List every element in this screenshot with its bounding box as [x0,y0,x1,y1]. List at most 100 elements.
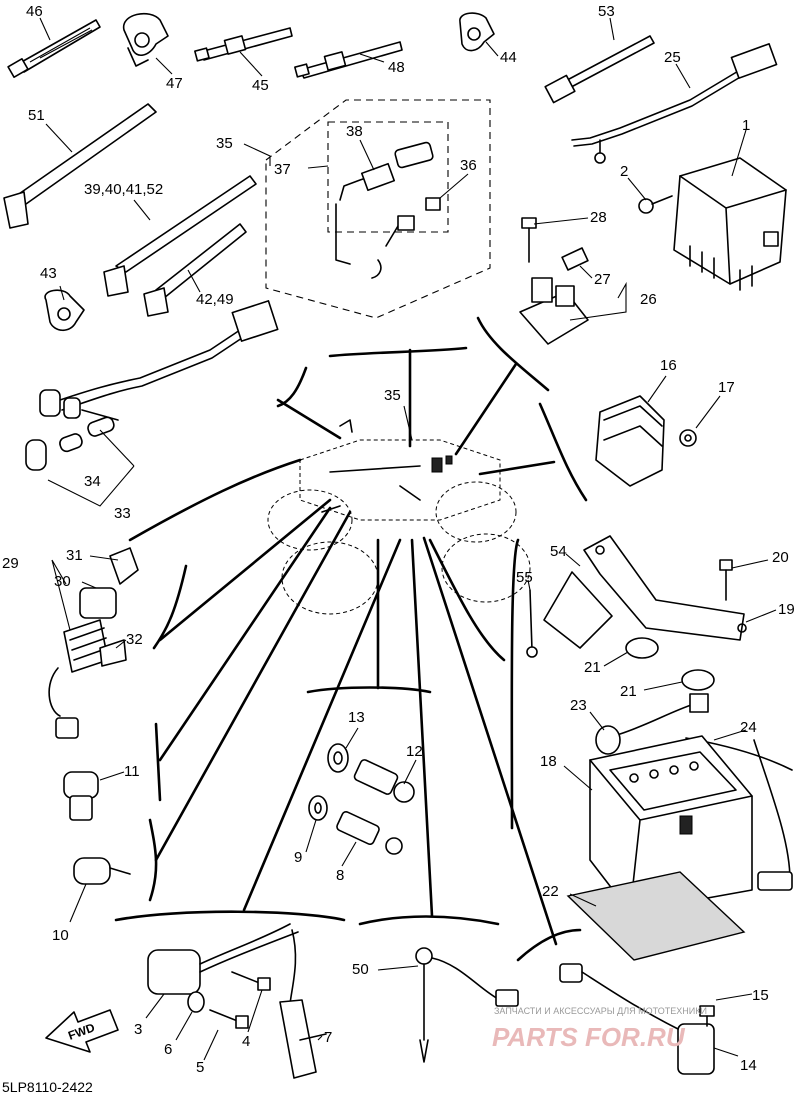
callout-33: 33 [114,505,131,522]
part-20-bolt [719,559,733,601]
leader-14 [422,536,558,946]
callout-48: 48 [388,59,405,76]
callout-7: 7 [324,1029,332,1046]
label-leaders [39,17,777,1061]
callout-25: 25 [664,49,681,66]
bracket-26 [476,316,550,392]
part-1-cdi-unit [673,157,787,291]
callout-4: 4 [242,1033,250,1050]
part-10-sensor [73,857,131,885]
watermark: ЗАПЧАСТИ И АКСЕССУАРЫ ДЛЯ МОТОТЕХНИКИ PA… [492,1006,707,1052]
part-3-ignition-coil [147,923,299,995]
callout-24: 24 [740,719,757,736]
callout-26: 26 [640,291,657,308]
part-21-grommet [625,637,715,691]
part-42-cable-tie [143,223,247,317]
part-11-switch [63,771,99,821]
callout-8: 8 [336,867,344,884]
part-53-cable-tie [544,35,655,104]
bracket-35 [328,346,468,358]
part-43-clamp [44,289,85,332]
part-6-washer [187,991,205,1013]
callout-35-center: 35 [384,387,401,404]
bracket-33 [276,366,308,408]
leader-16 [478,460,556,476]
bracket-harness [128,458,302,542]
svg-text:ЗАПЧАСТИ И АКСЕССУАРЫ ДЛЯ МОТО: ЗАПЧАСТИ И АКСЕССУАРЫ ДЛЯ МОТОТЕХНИКИ [494,1006,707,1016]
callout-11: 11 [124,763,140,780]
part-36-fuse [425,197,441,211]
callout-17: 17 [718,379,735,396]
part-8-switch [336,811,403,855]
callout-38: 38 [346,123,363,140]
callout-5: 5 [196,1059,204,1076]
callout-14: 14 [740,1057,757,1074]
callout-6: 6 [164,1041,172,1058]
part-45-cable-tie [194,27,293,62]
part-22-battery-pad [566,871,746,961]
part-7-plug-cap [279,929,327,1079]
callout-47: 47 [166,75,183,92]
bracket-16 [538,402,588,502]
callout-3: 3 [134,1021,142,1038]
callout-16: 16 [660,357,677,374]
part-47-clamp [123,12,169,67]
callout-15: 15 [752,987,769,1004]
callout-50: 50 [352,961,369,978]
part-39-cable-tie [103,175,257,297]
part-28-bolt [521,217,537,263]
part-34-cap [25,433,83,471]
callout-2: 2 [620,163,628,180]
part-48-cable-tie [294,41,403,79]
callout-34: 34 [84,473,101,490]
callout-42-49: 42,49 [196,291,234,308]
part-27-fuse [561,247,589,271]
part-4-bolt [231,971,271,991]
part-26-starter-relay [519,277,589,345]
leader-battery [428,538,506,662]
callout-10: 10 [52,927,69,944]
callout-46: 46 [26,3,43,20]
bracket-50 [358,915,500,926]
bracket-battery [510,538,520,830]
part-25-lead-wire [571,43,778,164]
callout-31: 31 [66,547,83,564]
part-2-screw [638,195,673,214]
part-31-cap [109,547,139,585]
callout-55: 55 [516,569,533,586]
part-51-cable-tie [3,103,157,229]
callout-37: 37 [274,161,291,178]
bracket-14 [516,928,582,962]
callout-21-lower: 21 [620,683,637,700]
part-14-speed-sensor [559,963,715,1075]
part-13-gasket [327,743,349,773]
sub-assembly-box-37 [327,121,449,233]
part-16-rectifier [595,395,665,487]
leader-33-34 [47,465,135,507]
part-12-switch [353,759,415,803]
callout-35-box: 35 [216,135,233,152]
part-50-sensor [415,947,519,1063]
part-9-gasket [308,795,328,821]
part-23-cable [595,693,709,755]
wire-37 [371,215,415,279]
callout-23: 23 [570,697,587,714]
callout-1: 1 [742,117,750,134]
callout-28: 28 [590,209,607,226]
part-32-key [99,639,127,667]
callout-20: 20 [772,549,789,566]
callout-9: 9 [294,849,302,866]
callout-44: 44 [500,49,517,66]
callout-45: 45 [252,77,269,94]
part-17-nut [679,429,697,447]
callout-21-upper: 21 [584,659,601,676]
callout-39-40-41-52: 39,40,41,52 [84,181,163,198]
part-19-battery-bracket [583,535,747,641]
callout-18: 18 [540,753,557,770]
sub-assembly-box-35 [265,99,491,319]
callout-51: 51 [28,107,45,124]
callout-22: 22 [542,883,559,900]
leader-29 [158,498,332,642]
part-29-main-switch [48,587,117,739]
